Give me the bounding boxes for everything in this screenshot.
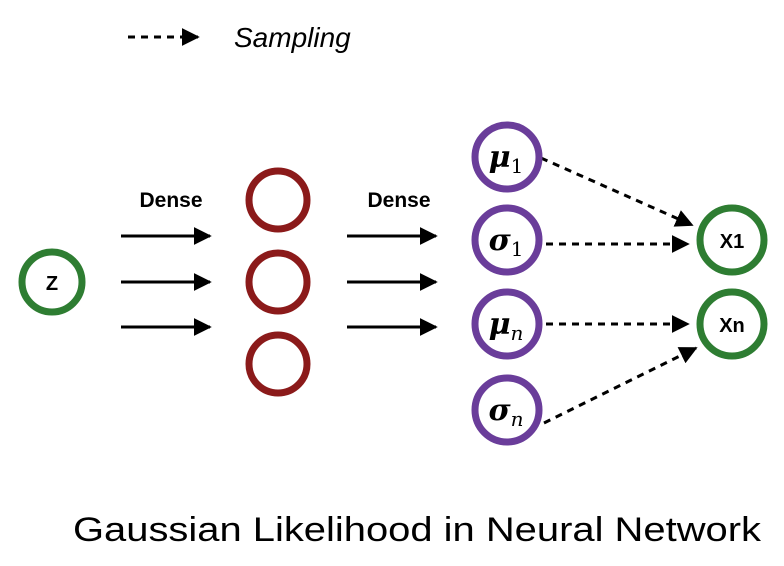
- svg-text:σn: σn: [488, 393, 523, 431]
- svg-text:μn: μn: [489, 307, 524, 345]
- dense-label-2: Dense: [367, 189, 430, 212]
- hidden-node: [245, 331, 311, 397]
- param-symbol: μ: [489, 307, 511, 342]
- param-symbol: μ: [489, 140, 511, 175]
- param-symbol: σ: [489, 223, 512, 258]
- output-node-xn: Xn: [696, 288, 768, 360]
- param-node-sigman: σn: [471, 374, 543, 446]
- input-node-z: Z: [18, 248, 86, 316]
- dense-label-1: Dense: [139, 189, 202, 212]
- hidden-node: [245, 249, 311, 315]
- input-node-label: Z: [46, 273, 58, 295]
- dense-arrows-1: [121, 227, 212, 336]
- param-node-mu1: μ1: [471, 121, 543, 193]
- output-node-label: Xn: [719, 315, 745, 337]
- svg-text:μ1: μ1: [489, 140, 524, 178]
- sampling-arrow: [543, 346, 698, 425]
- param-subscript: n: [511, 321, 524, 345]
- hidden-layer: [245, 167, 311, 397]
- hidden-node: [245, 167, 311, 233]
- param-subscript: n: [511, 407, 524, 431]
- param-node-sigma1: σ1: [471, 204, 543, 276]
- sampling-arrows: [540, 156, 698, 425]
- legend-label: Sampling: [234, 22, 351, 53]
- diagram-caption: Gaussian Likelihood in Neural Network: [73, 511, 762, 549]
- dense-arrows-2: [347, 227, 438, 336]
- output-node-x1: X1: [696, 204, 768, 276]
- param-symbol: σ: [488, 393, 511, 428]
- param-subscript: 1: [511, 154, 524, 178]
- sampling-arrow: [540, 156, 694, 227]
- param-subscript: 1: [511, 237, 524, 261]
- output-node-label: X1: [720, 231, 744, 253]
- param-node-mun: μn: [471, 288, 543, 360]
- svg-text:σ1: σ1: [489, 223, 524, 261]
- legend: Sampling: [128, 22, 351, 53]
